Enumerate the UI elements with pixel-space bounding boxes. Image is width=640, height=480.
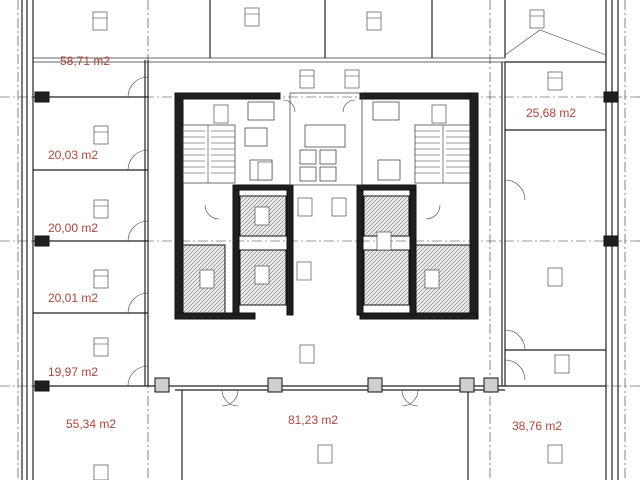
left-partitions [33,57,175,387]
area-label-right-top-room: 25,68 m2 [526,106,577,120]
area-label-left-room-1: 20,03 m2 [48,148,99,162]
bottom-partitions [154,377,606,480]
building-core [174,92,479,320]
outer-walls [21,0,619,480]
top-partitions [175,0,607,63]
area-label-bottom-center-room: 81,23 m2 [288,413,339,427]
area-label-left-room-4: 19,97 m2 [48,365,99,379]
area-label-bottom-right-room: 38,76 m2 [512,419,563,433]
area-label-top-left-room: 58,71 m2 [60,54,111,68]
area-label-left-room-2: 20,00 m2 [48,221,99,235]
room-tags [92,7,570,480]
area-label-bottom-left-room: 55,34 m2 [66,417,117,431]
right-partitions [501,62,606,386]
area-label-left-room-3: 20,01 m2 [48,291,99,305]
